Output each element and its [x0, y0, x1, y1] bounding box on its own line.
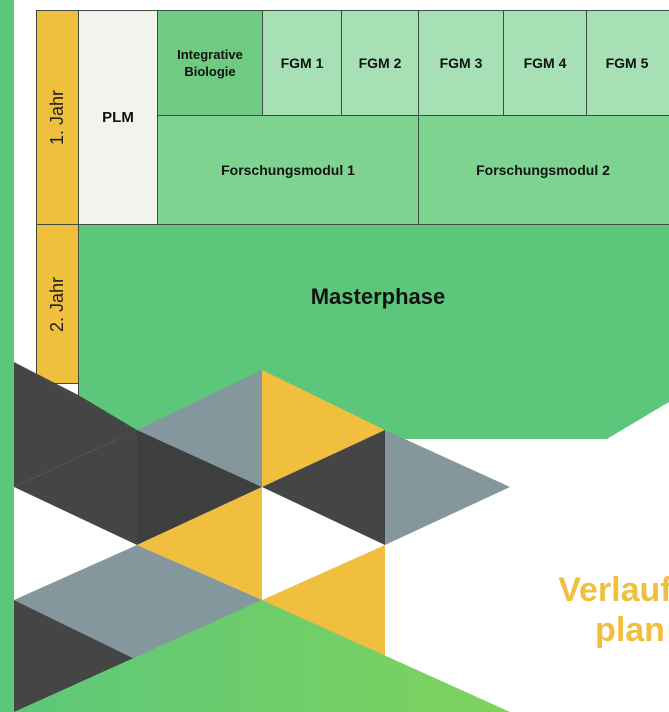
triangle-dark-2 — [14, 362, 137, 430]
triangle-bluegray-3 — [14, 545, 262, 660]
triangle-yellow-2 — [137, 487, 262, 600]
integrative-biologie-cell: Integrative Biologie — [157, 10, 263, 116]
fgm-5-label: FGM 5 — [605, 55, 649, 71]
title-line-1: Verlaufs- — [558, 571, 669, 609]
left-accent-bar — [0, 0, 14, 712]
year-2-cell: 2. Jahr — [36, 224, 79, 384]
title-line-2: plan — [595, 611, 665, 649]
triangle-bluegray-1 — [137, 370, 262, 487]
triangle-bluegray-2 — [385, 430, 510, 545]
plm-label: PLM — [102, 109, 134, 126]
integrative-biologie-label: Integrative Biologie — [177, 47, 243, 79]
forschungsmodul-1-cell: Forschungsmodul 1 — [157, 115, 419, 225]
triangle-green-bottom — [14, 600, 510, 712]
verlaufsplan-title: Verlaufs- plan — [520, 570, 669, 650]
masterphase-block — [78, 224, 669, 439]
fgm-1-label: FGM 1 — [280, 55, 324, 71]
forschungsmodul-1-label: Forschungsmodul 1 — [221, 162, 355, 178]
triangle-dark-4 — [137, 430, 262, 545]
forschungsmodul-2-label: Forschungsmodul 2 — [476, 162, 610, 178]
triangle-dark-5 — [262, 430, 385, 545]
fgm-3-cell: FGM 3 — [418, 10, 504, 116]
forschungsmodul-2-cell: Forschungsmodul 2 — [418, 115, 669, 225]
fgm-4-label: FGM 4 — [523, 55, 567, 71]
triangle-dark-6 — [14, 600, 137, 712]
fgm-5-cell: FGM 5 — [586, 10, 669, 116]
triangle-yellow-3 — [262, 545, 385, 660]
triangle-dark-1 — [14, 362, 137, 487]
fgm-4-cell: FGM 4 — [503, 10, 587, 116]
masterphase-label: Masterphase — [310, 284, 446, 309]
fgm-1-cell: FGM 1 — [262, 10, 342, 116]
triangle-dark-3 — [14, 430, 137, 545]
fgm-2-label: FGM 2 — [358, 55, 402, 71]
fgm-3-label: FGM 3 — [439, 55, 483, 71]
triangle-yellow-1 — [262, 370, 385, 487]
